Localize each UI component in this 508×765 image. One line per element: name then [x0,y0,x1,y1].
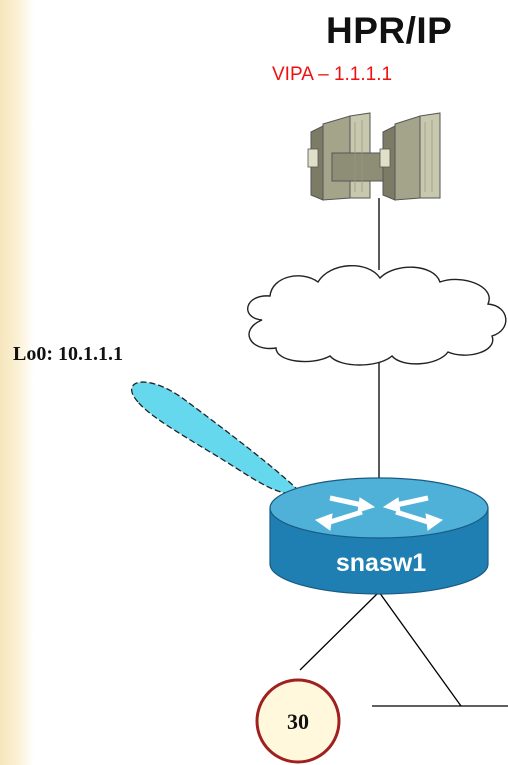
loopback-label: Lo0: 10.1.1.1 [13,343,123,365]
mainframe-host-icon [307,112,441,201]
diagram-title: HPR/IP [326,10,453,51]
background-strip [0,0,34,765]
ip-cloud-icon [247,265,507,366]
node-label: 30 [287,709,309,734]
node-circle: 30 [255,678,341,764]
link-router-node [299,591,380,671]
loopback-tunnel-icon [131,381,302,495]
link-router-segment [378,591,462,707]
router-label: snasw1 [336,549,426,577]
vipa-label: VIPA – 1.1.1.1 [272,64,393,85]
router-icon: snasw1 [269,477,489,595]
